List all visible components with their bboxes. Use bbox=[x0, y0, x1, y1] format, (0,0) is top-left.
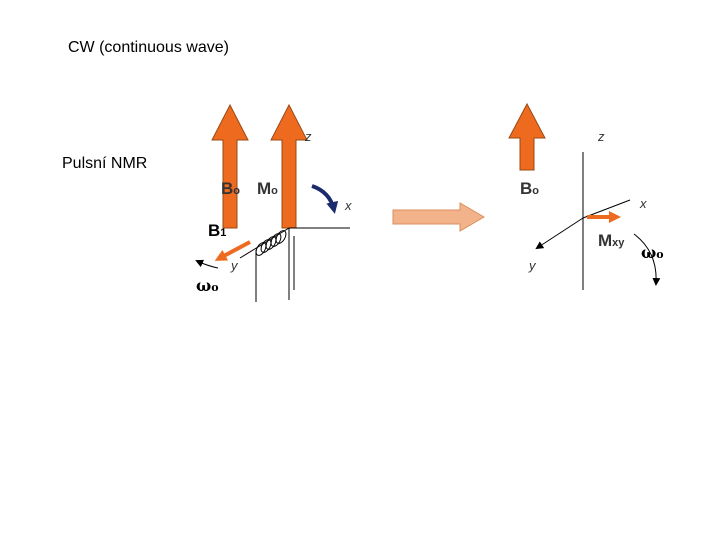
omega-label-right: ωo bbox=[641, 243, 664, 262]
rf-coil-icon bbox=[255, 230, 287, 256]
z-axis-label-right: z bbox=[598, 129, 605, 144]
mo-label-left: Mo bbox=[257, 179, 278, 198]
bo-arrow-right bbox=[508, 102, 546, 171]
bo-label-right: Bo bbox=[520, 179, 540, 198]
tipping-arrow bbox=[311, 184, 339, 214]
mo-arrow-left bbox=[270, 103, 308, 229]
omega-rotation-arrow-left bbox=[195, 259, 219, 269]
z-axis-label-left: z bbox=[305, 129, 312, 144]
mxy-label: Mxy bbox=[598, 231, 625, 250]
pulse-nmr-title: Pulsní NMR bbox=[62, 155, 148, 172]
cw-title: CW (continuous wave) bbox=[68, 39, 229, 56]
b1-label: B1 bbox=[208, 221, 227, 240]
omega-label-left: ωo bbox=[196, 276, 219, 295]
b1-arrow bbox=[214, 240, 251, 261]
x-axis-label-left: x bbox=[345, 198, 352, 213]
transition-arrow bbox=[392, 202, 485, 232]
y-axis-label-left: y bbox=[231, 258, 238, 273]
y-axis-label-right: y bbox=[529, 258, 536, 273]
omega-rotation-arrow-right bbox=[633, 233, 661, 286]
x-axis-label-right: x bbox=[640, 196, 647, 211]
y-axis-right bbox=[535, 217, 584, 250]
bo-arrow-left bbox=[211, 103, 249, 229]
bo-label-left: Bo bbox=[221, 179, 241, 198]
